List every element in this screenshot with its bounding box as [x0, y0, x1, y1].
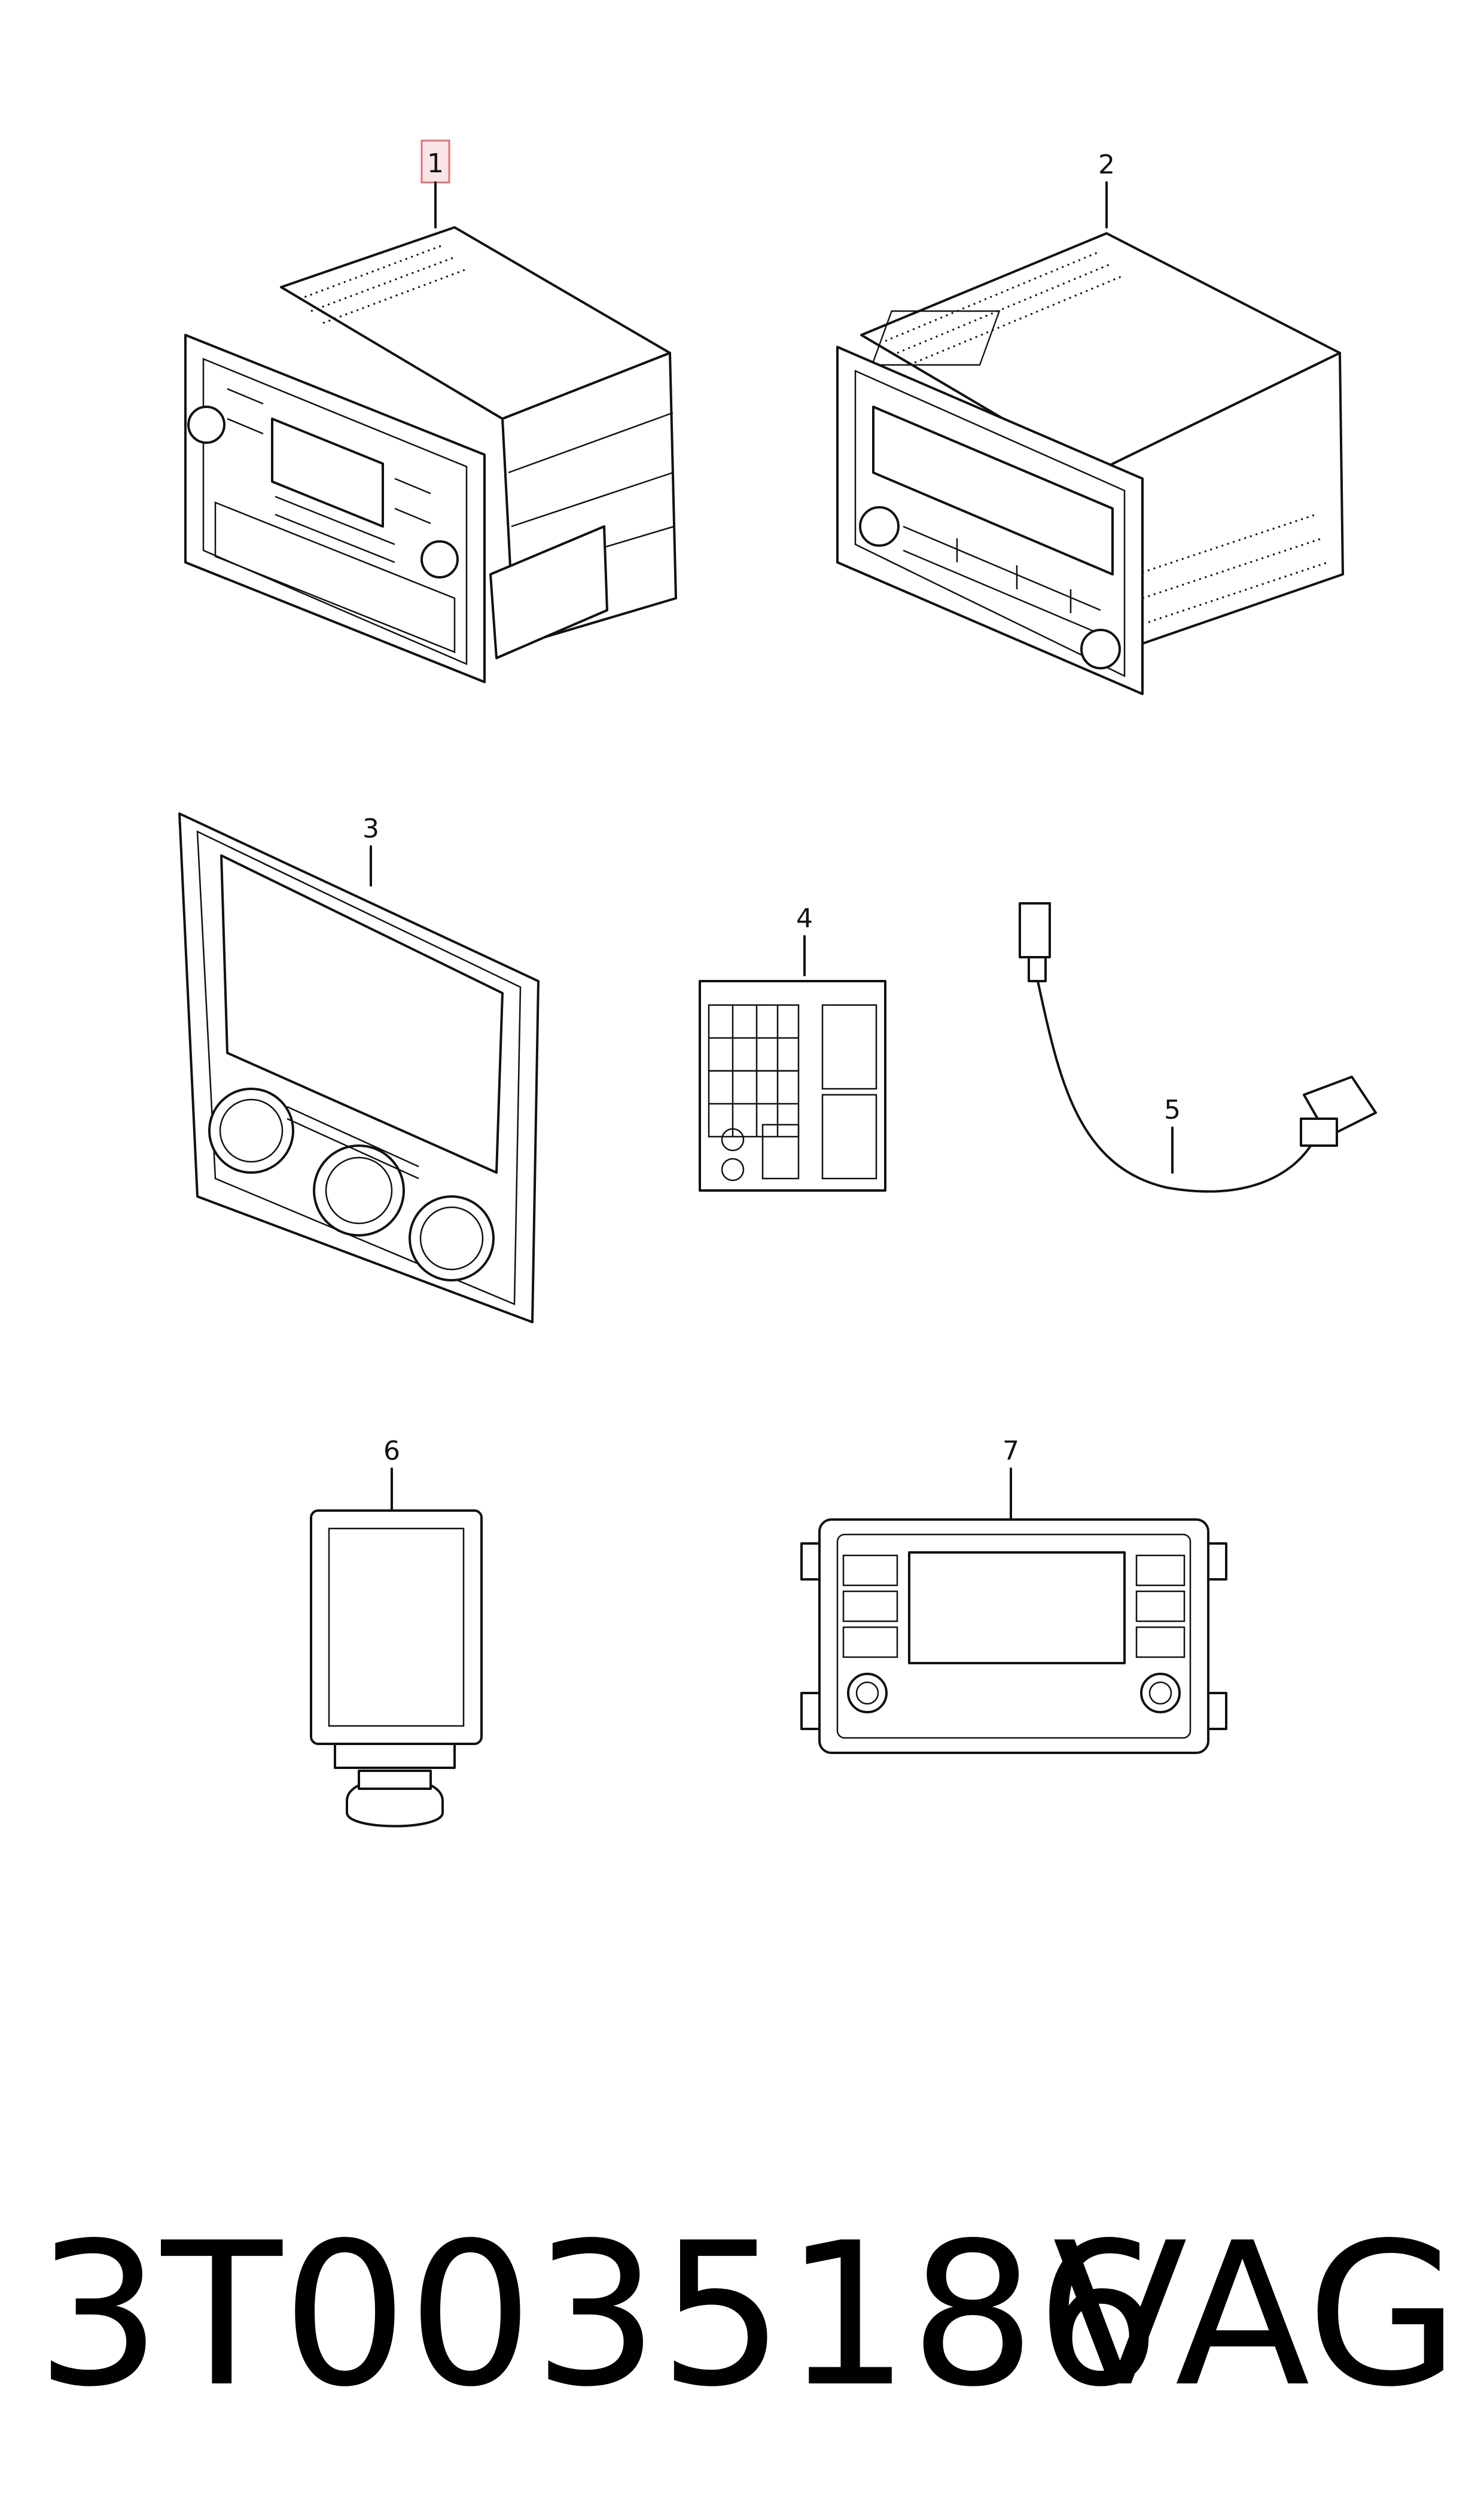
brand-name: VAG	[1052, 2200, 1459, 2430]
callout-1[interactable]: 1	[427, 148, 444, 179]
callout-4[interactable]: 4	[796, 903, 813, 934]
part-4-connector[interactable]: 4	[699, 903, 886, 1192]
callout-3[interactable]: 3	[362, 814, 379, 844]
part-3-trim-frame[interactable]: 3	[178, 812, 540, 1323]
part-1-radio-unit[interactable]: 1	[184, 139, 677, 683]
part-number: 3T0035186	[36, 2200, 1162, 2430]
callout-2[interactable]: 2	[1098, 150, 1115, 180]
part-6-display-stand[interactable]: 6	[310, 1436, 483, 1828]
part-2-radio-unit[interactable]: 2	[836, 150, 1344, 695]
part-5-cable[interactable]: 5	[1019, 902, 1377, 1193]
callout-5[interactable]: 5	[1164, 1095, 1181, 1125]
callout-6[interactable]: 6	[383, 1436, 400, 1466]
footer: 3T0035186 VAG	[36, 2190, 1459, 2441]
callout-7[interactable]: 7	[1002, 1436, 1019, 1466]
part-7-head-unit[interactable]: 7	[800, 1436, 1227, 1754]
